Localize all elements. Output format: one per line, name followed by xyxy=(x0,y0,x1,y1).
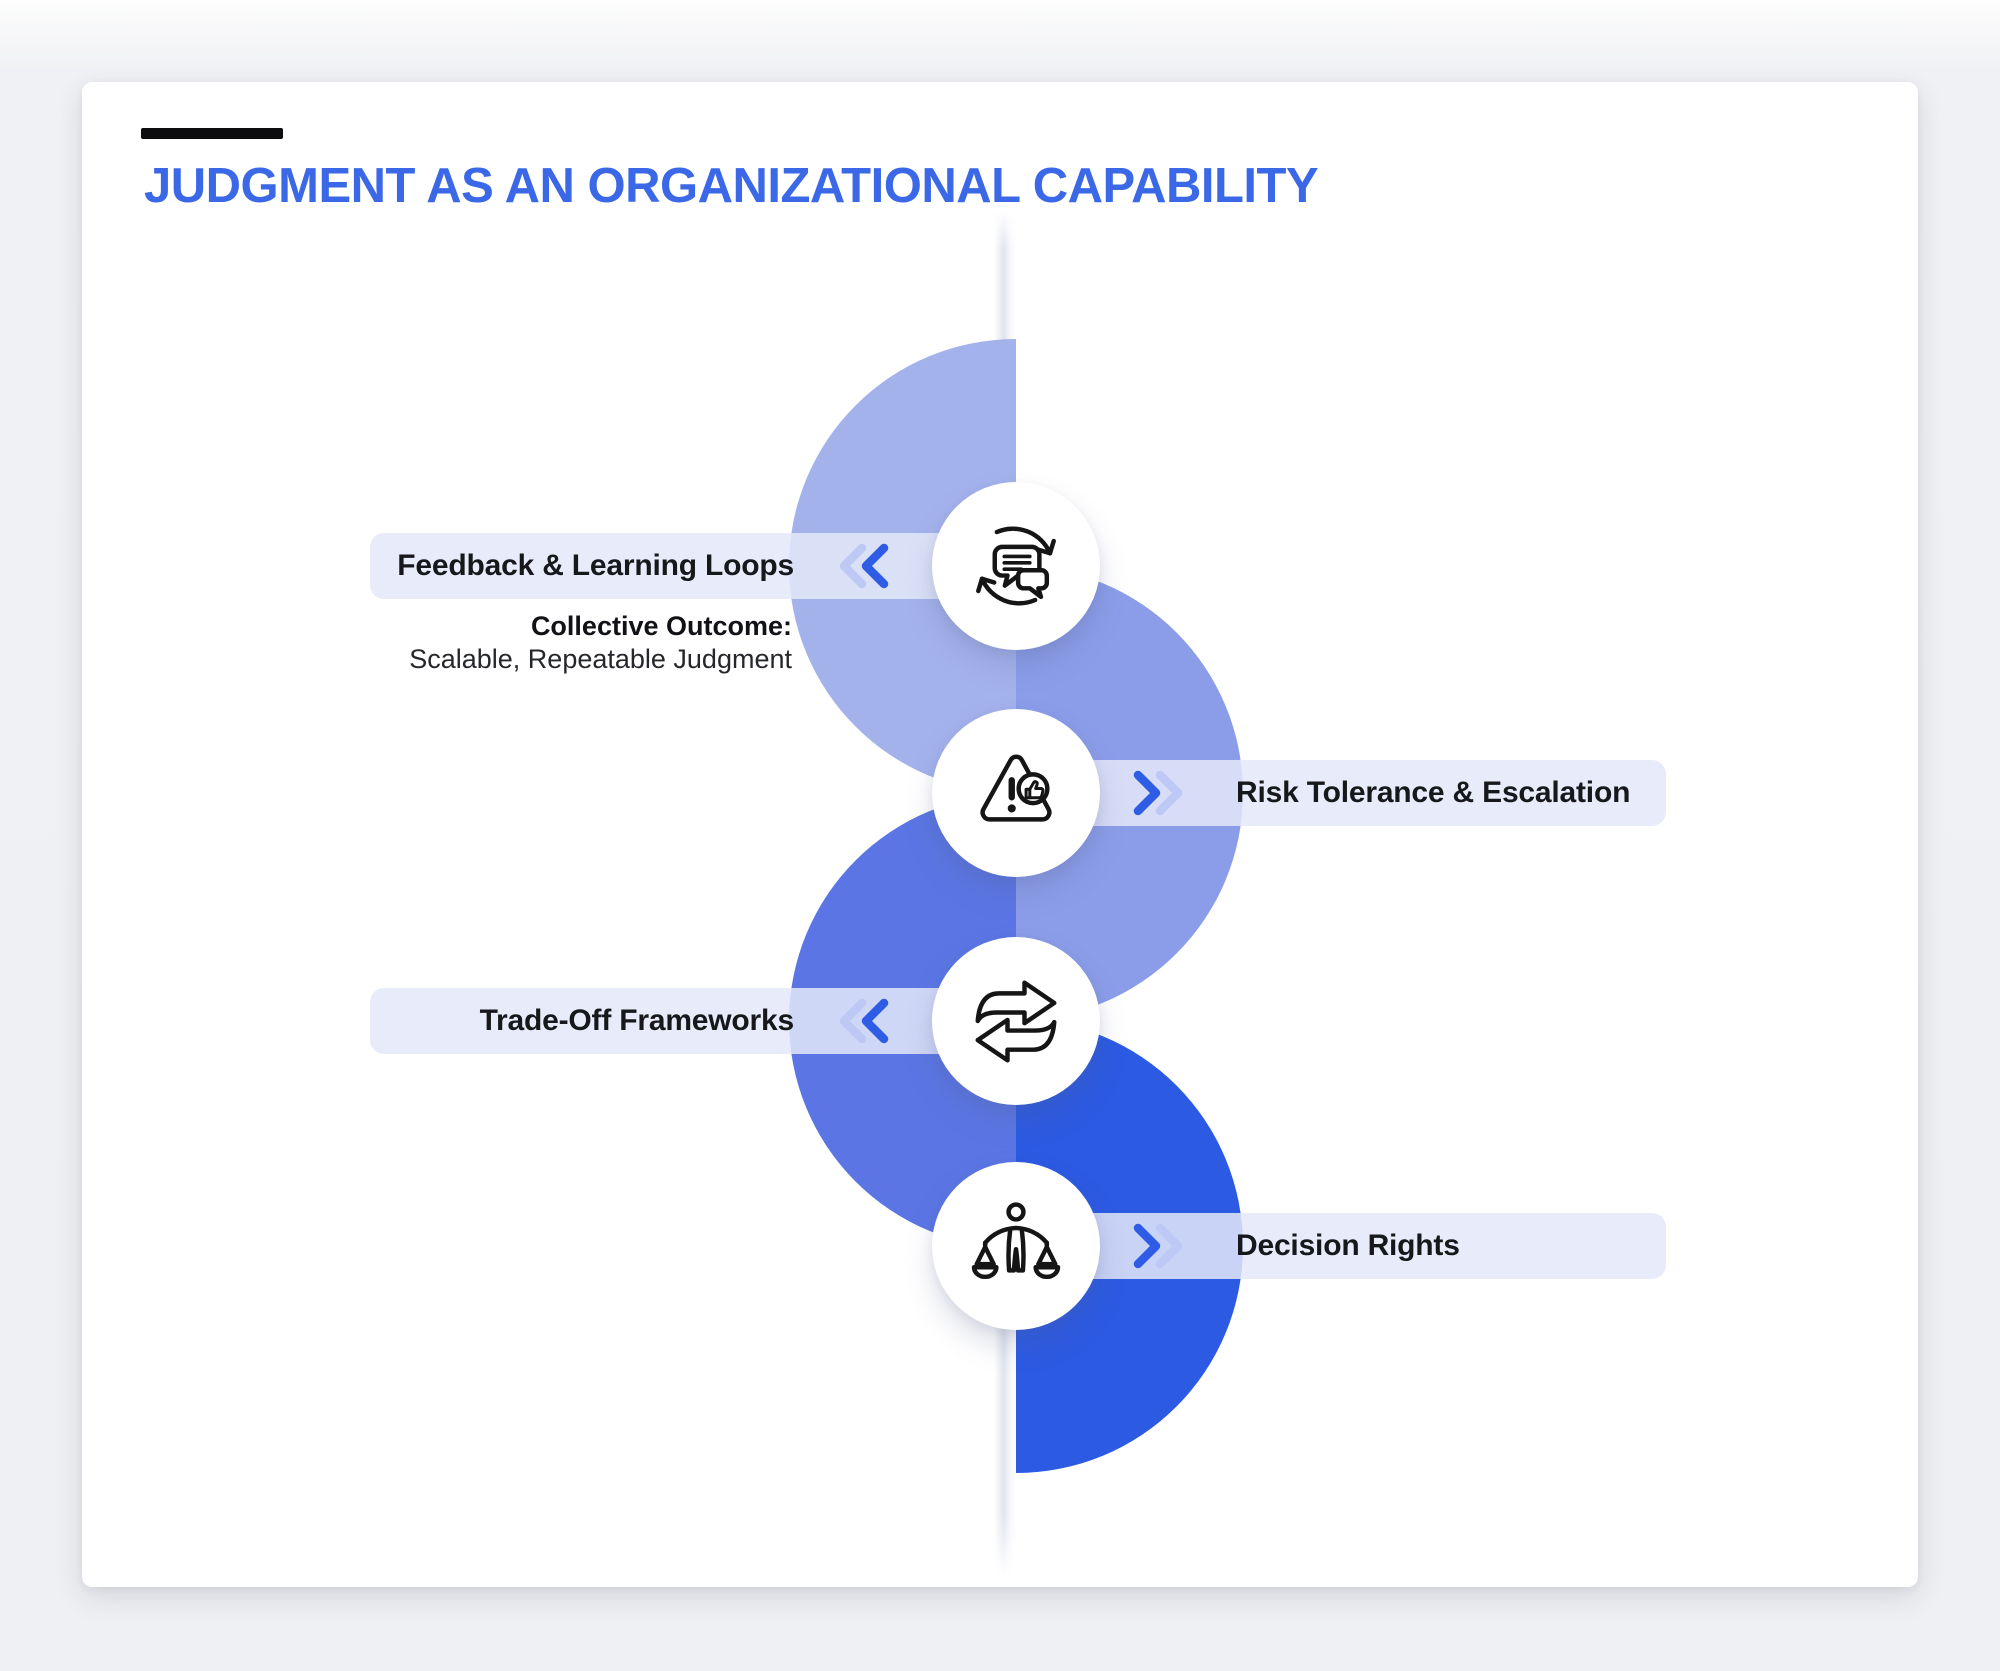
icon-badge-tradeoff xyxy=(932,937,1100,1105)
collective-outcome-text: Scalable, Repeatable Judgment xyxy=(409,644,792,674)
label-pill-risk: Risk Tolerance & Escalation xyxy=(1016,760,1666,826)
collective-outcome-note: Collective Outcome: Scalable, Repeatable… xyxy=(409,610,792,676)
item-label: Risk Tolerance & Escalation xyxy=(1236,776,1631,809)
trade-off-arrows-icon xyxy=(975,980,1057,1063)
chevron-left-icon xyxy=(839,543,889,589)
chevron-right-icon xyxy=(1133,1223,1183,1269)
title-accent-bar xyxy=(141,128,283,139)
risk-warning-thumbs-up-icon xyxy=(980,754,1052,822)
feedback-loop-icon xyxy=(976,526,1056,606)
chevron-right-icon xyxy=(1133,770,1183,816)
label-pill-feedback: Feedback & Learning Loops xyxy=(370,533,1016,599)
slide-card: JUDGMENT AS AN ORGANIZATIONAL CAPABILITY… xyxy=(82,82,1918,1587)
item-label: Trade-Off Frameworks xyxy=(479,1004,795,1037)
icon-badge-decision xyxy=(932,1162,1100,1330)
page-title: JUDGMENT AS AN ORGANIZATIONAL CAPABILITY xyxy=(144,159,1319,213)
icon-badge-risk xyxy=(932,709,1100,877)
item-label: Feedback & Learning Loops xyxy=(397,549,794,582)
icon-badge-feedback xyxy=(932,482,1100,650)
collective-outcome-heading: Collective Outcome: xyxy=(530,611,792,641)
item-label: Decision Rights xyxy=(1236,1229,1460,1262)
person-balance-scales-icon xyxy=(971,1202,1061,1279)
label-pill-tradeoff: Trade-Off Frameworks xyxy=(370,988,1016,1054)
chevron-left-icon xyxy=(839,998,889,1044)
label-pill-decision: Decision Rights xyxy=(1016,1213,1666,1279)
